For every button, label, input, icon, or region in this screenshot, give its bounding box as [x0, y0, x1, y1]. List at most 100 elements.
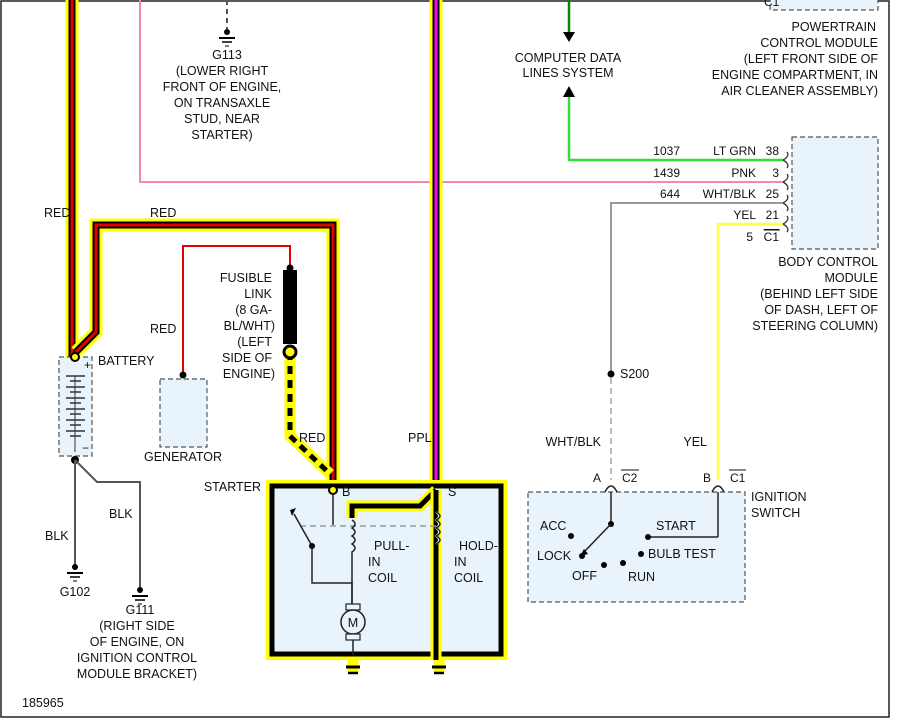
starter-term-b: B — [342, 485, 350, 499]
fusible-label-3: (8 GA- — [235, 303, 272, 317]
powertrain-control-module: C1 POWERTRAIN CONTROL MODULE (LEFT FRONT… — [712, 0, 879, 98]
starter-label: STARTER — [204, 480, 261, 494]
ign-conn-b: B — [703, 471, 711, 485]
bcm-color-ltgrn: LT GRN — [713, 144, 756, 158]
battery-cable-to-starter — [71, 218, 340, 492]
bcm-connector-c1: C1 — [764, 230, 780, 244]
computer-data-lines: COMPUTER DATA LINES SYSTEM — [515, 0, 783, 162]
g113-location-2: FRONT OF ENGINE, — [163, 80, 282, 94]
battery: + − BATTERY — [58, 352, 155, 464]
pcm-line-1: CONTROL MODULE — [760, 36, 878, 50]
bcm-title-3: (BEHIND LEFT SIDE — [760, 287, 878, 301]
g113-location-3: ON TRANSAXLE — [174, 96, 270, 110]
starter-term-s: S — [448, 485, 456, 499]
g111-location-1: (RIGHT SIDE — [99, 619, 174, 633]
hold-in-coil-symbol — [434, 511, 441, 545]
battery-label: BATTERY — [98, 354, 155, 368]
pcm-connector: C1 — [764, 0, 780, 9]
yel-wire — [716, 222, 783, 480]
diagram-id: 185965 — [22, 696, 64, 710]
computer-data-label-2: LINES SYSTEM — [523, 66, 614, 80]
ppl-label: PPL — [408, 431, 432, 445]
blk-left-label: BLK — [45, 529, 69, 543]
ign-pos-bulb-test: BULB TEST — [648, 547, 716, 561]
lt-grn-wire — [567, 97, 783, 162]
ign-pos-start: START — [656, 519, 696, 533]
bcm-pin-38: 38 — [766, 144, 780, 158]
blk-wire-g111 — [74, 459, 141, 588]
pcm-line-2: (LEFT FRONT SIDE OF — [744, 52, 879, 66]
bcm-circuit-1037: 1037 — [653, 144, 680, 158]
splice-s200 — [607, 370, 615, 378]
ground-g102: G102 — [60, 564, 90, 599]
pnk-wire — [139, 0, 783, 183]
g113-label: G113 — [212, 48, 242, 62]
hold-in-1: HOLD- — [459, 539, 498, 553]
red-left-label: RED — [44, 206, 70, 220]
ground-g111: G111 (RIGHT SIDE OF ENGINE, ON IGNITION … — [77, 587, 197, 681]
bcm-color-whtblk: WHT/BLK — [703, 187, 756, 201]
pcm-title: POWERTRAIN — [792, 20, 877, 34]
g111-location-3: IGNITION CONTROL — [77, 651, 197, 665]
bcm-pin-21: 21 — [766, 208, 780, 222]
motor-label: M — [348, 616, 358, 630]
g111-location-4: MODULE BRACKET) — [77, 667, 197, 681]
bcm-circuit-644: 644 — [660, 187, 680, 201]
bcm-pin-5: 5 — [746, 230, 753, 244]
g113-location-5: STARTER) — [191, 128, 252, 142]
generator: GENERATOR — [144, 378, 222, 464]
bcm-title-5: STEERING COLUMN) — [752, 319, 878, 333]
diagram-frame — [0, 0, 890, 718]
red-gen-label: RED — [150, 322, 176, 336]
fusible-label-4: BL/WHT) — [224, 319, 275, 333]
fusible-label-2: LINK — [244, 287, 272, 301]
ign-pos-run: RUN — [628, 570, 655, 584]
fusible-label-5: (LEFT — [237, 335, 272, 349]
body-control-module: 1037 LT GRN 38 1439 PNK 3 644 WHT/BLK 25… — [653, 136, 879, 333]
whtblk-wire-upper — [610, 202, 783, 372]
pull-in-1: PULL- — [374, 539, 409, 553]
fusible-link: FUSIBLE LINK (8 GA- BL/WHT) (LEFT SIDE O… — [220, 270, 334, 478]
g113-location-4: STUD, NEAR — [184, 112, 260, 126]
fusible-label-7: ENGINE) — [223, 367, 275, 381]
fusible-top-terminal — [286, 264, 294, 272]
g111-label: G111 — [126, 603, 155, 617]
ign-pos-off: OFF — [572, 569, 597, 583]
starter: STARTER B S PULL- IN COIL HOLD- IN COIL … — [204, 480, 507, 675]
pull-in-2: IN — [368, 555, 381, 569]
bcm-title-1: BODY CONTROL — [778, 255, 878, 269]
bcm-color-pnk: PNK — [731, 166, 756, 180]
generator-terminal — [179, 371, 187, 379]
ign-conn-c2: C2 — [622, 471, 638, 485]
splice-s200-label: S200 — [620, 367, 649, 381]
ground-g113: G113 (LOWER RIGHT FRONT OF ENGINE, ON TR… — [163, 0, 282, 142]
g113-location-1: (LOWER RIGHT — [176, 64, 269, 78]
whtblk-label: WHT/BLK — [545, 435, 601, 449]
ign-pos-acc: ACC — [540, 519, 566, 533]
bcm-title-2: MODULE — [825, 271, 878, 285]
bcm-color-yel: YEL — [733, 208, 756, 222]
ign-title-1: IGNITION — [751, 490, 807, 504]
yel-label: YEL — [683, 435, 707, 449]
ign-conn-a: A — [593, 471, 601, 485]
pull-in-3: COIL — [368, 571, 397, 585]
bcm-title-4: OF DASH, LEFT OF — [764, 303, 878, 317]
ign-pos-lock: LOCK — [537, 549, 572, 563]
bcm-pin-25: 25 — [766, 187, 780, 201]
pcm-line-4: AIR CLEANER ASSEMBLY) — [721, 84, 878, 98]
pcm-line-3: ENGINE COMPARTMENT, IN — [712, 68, 878, 82]
blk-right-label: BLK — [109, 507, 133, 521]
ign-conn-c1: C1 — [730, 471, 746, 485]
computer-data-label-1: COMPUTER DATA — [515, 51, 622, 65]
g111-location-2: OF ENGINE, ON — [90, 635, 184, 649]
fusible-label-6: SIDE OF — [222, 351, 272, 365]
bcm-circuit-1439: 1439 — [653, 166, 680, 180]
ignition-switch: A C2 B C1 ACC LOCK OFF RUN START BULB TE… — [527, 469, 807, 603]
bcm-pin-3: 3 — [772, 166, 779, 180]
fusible-label-1: FUSIBLE — [220, 271, 272, 285]
hold-in-3: COIL — [454, 571, 483, 585]
battery-minus: − — [82, 441, 89, 455]
generator-label: GENERATOR — [144, 450, 222, 464]
